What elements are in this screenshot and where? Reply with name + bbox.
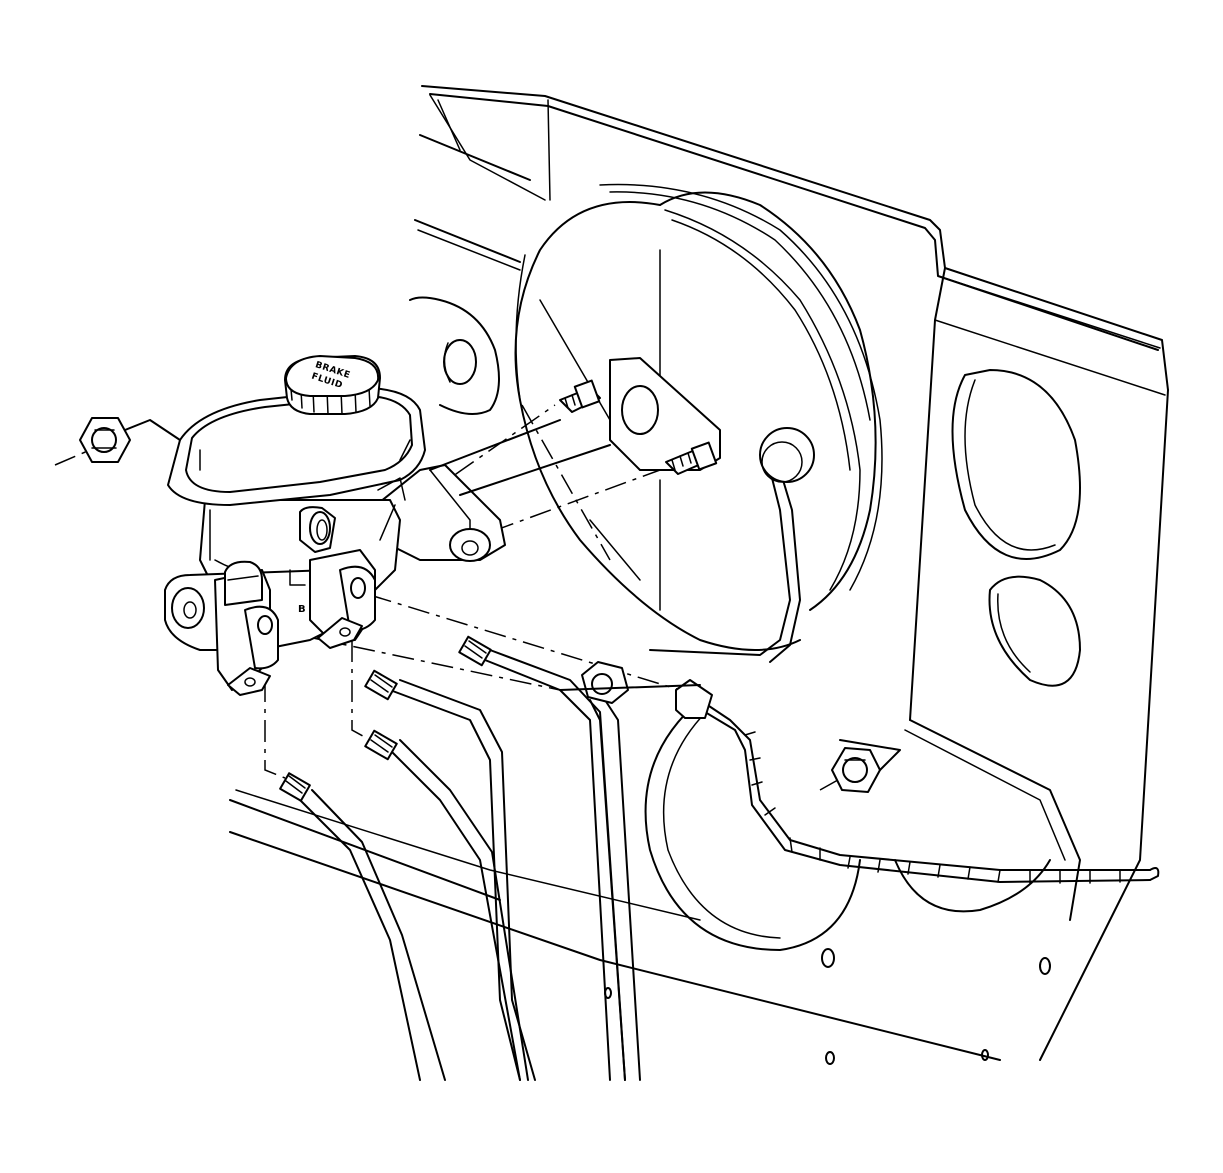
- brake-booster: [514, 183, 883, 663]
- tube-fitting-2: [364, 729, 398, 761]
- master-cylinder: BRAKE FLUID B: [79, 355, 611, 696]
- reservoir-cap: BRAKE FLUID: [284, 355, 381, 415]
- booster-stud-upper: [559, 379, 601, 413]
- tube-fitting-4: [458, 635, 492, 667]
- tube-fitting-1: [279, 772, 311, 802]
- mounting-nut-left: [79, 417, 181, 463]
- fluid-level-sensor-harness: [559, 679, 1160, 884]
- alignment-lines: [54, 404, 846, 791]
- tube-fitting-3: [364, 669, 398, 701]
- bracket-nut: [581, 661, 629, 704]
- booster-stud-lower: [665, 441, 718, 475]
- port-label: B: [298, 604, 306, 615]
- brake-lines: [299, 649, 641, 1081]
